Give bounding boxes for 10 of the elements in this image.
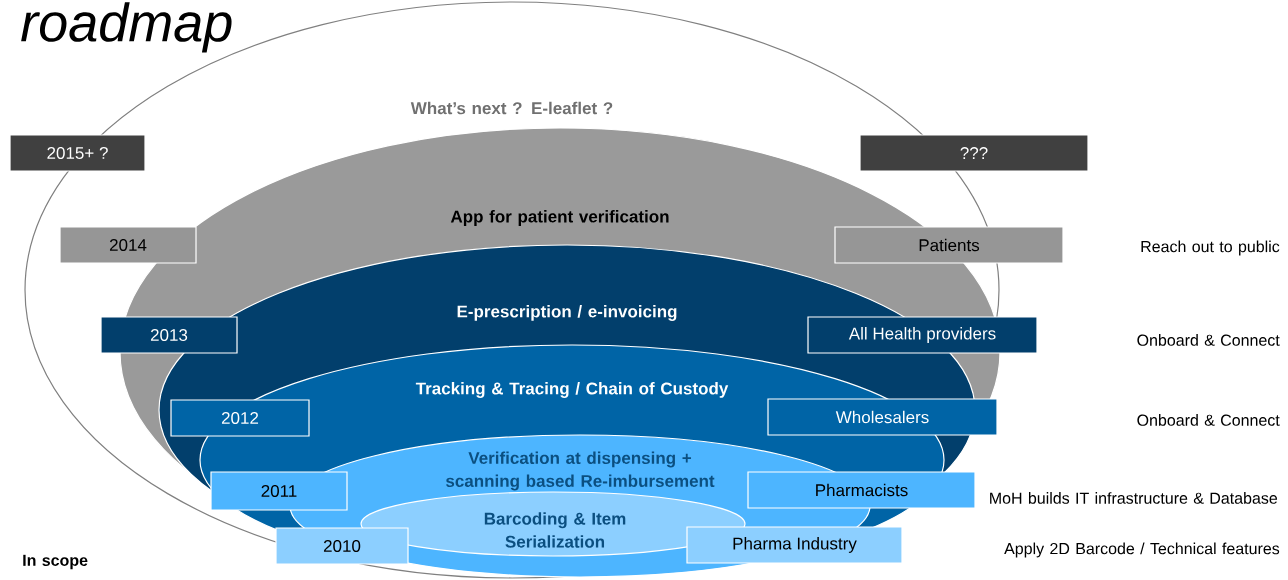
title: roadmap (21, 2, 232, 53)
label-box: All Health providers (807, 316, 1038, 354)
label-box: 2015+ ? (9, 134, 146, 172)
label-box: Patients (834, 226, 1064, 264)
side-note: Onboard & Connect (1137, 334, 1280, 346)
side-note: Reach out to public (1141, 240, 1280, 256)
side-note: Onboard & Connect (1137, 414, 1280, 426)
heading: In scope (23, 554, 88, 570)
side-note: Apply 2D Barcode / Technical features (1004, 542, 1280, 558)
label-box: ??? (859, 134, 1089, 172)
